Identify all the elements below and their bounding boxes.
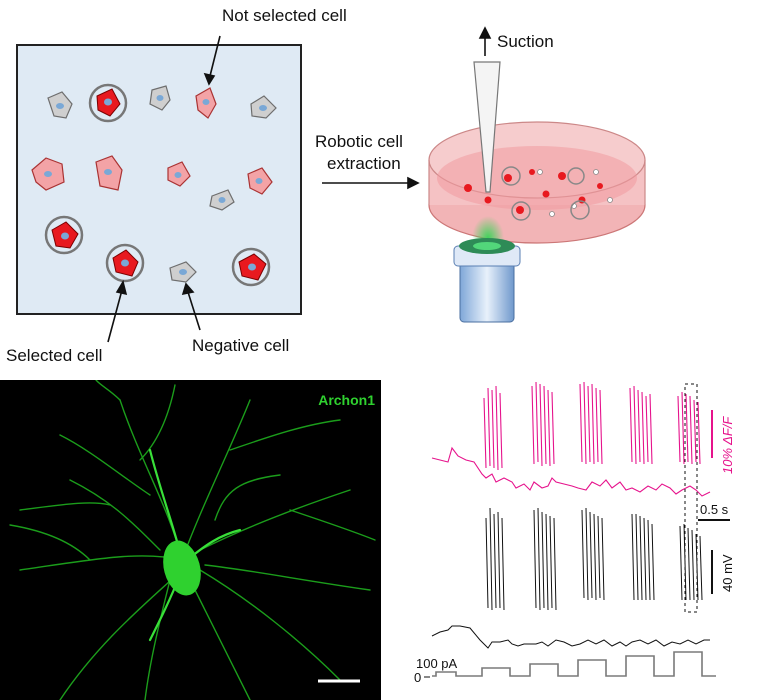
not-selected-nuclei [44,99,263,184]
neuron-micrograph: Archon1 [0,380,381,700]
fluor-scale-text: 10% ΔF/F [720,416,735,474]
neuron-soma [163,540,201,596]
neuron-image [9,380,376,700]
fluorescence-trace [431,381,711,497]
not-selected-label: Not selected cell [222,6,347,25]
electrophysiology-traces: 10% ΔF/F 0.5 s 40 mV 100 pA 0 [414,381,735,685]
negative-label: Negative cell [192,336,290,355]
current-zero-text: 0 [414,670,421,685]
time-scale-text: 0.5 s [700,502,729,517]
highlight-box [684,383,698,613]
petri-dish [428,121,646,244]
dish-selection-circles [501,166,590,221]
selected-label: Selected cell [6,346,103,365]
extraction-arrow [322,176,420,190]
suction-label: Suction [497,32,554,51]
archon-label: Archon1 [318,392,375,408]
current-steps [432,651,716,677]
robotic-label-2: extraction [327,154,401,173]
current-scale-text: 100 pA [416,656,458,671]
negative-nuclei [56,95,267,275]
selected-cells [44,83,271,287]
label-arrows [107,35,221,343]
cell-dish-schematic [16,26,646,343]
suction-arrow [478,26,492,56]
robotic-label-1: Robotic cell [315,132,403,151]
voltage-scale-text: 40 mV [720,554,735,592]
suction-pipette [473,61,501,193]
dish-negative-cells [537,169,613,217]
microscope-objective [453,238,521,323]
voltage-trace [431,507,710,649]
